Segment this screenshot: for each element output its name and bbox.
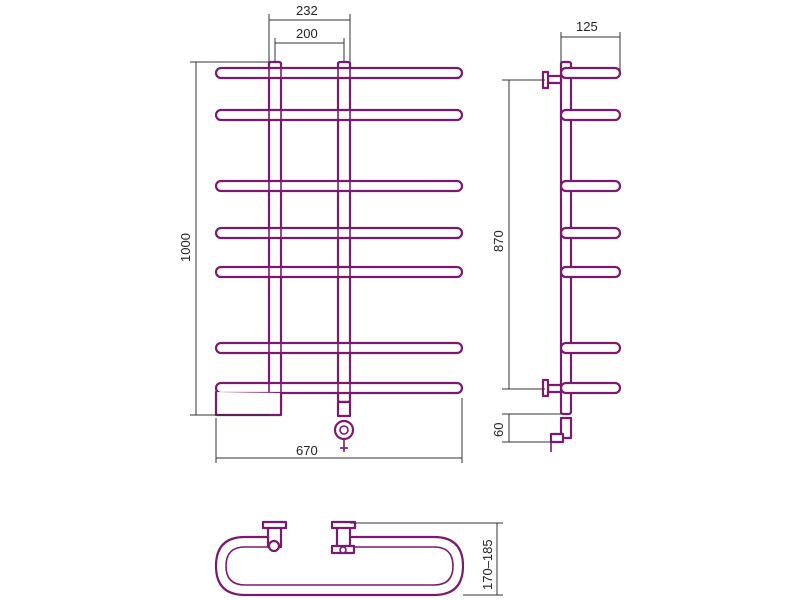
valve-offset-dimension: 60 [491, 413, 563, 443]
valve-offset-label: 60 [491, 423, 506, 437]
top-view: 170–185 [214, 520, 503, 597]
top-loop-inner [225, 546, 454, 586]
side-rung-7 [559, 381, 622, 395]
side-rung-5 [559, 265, 622, 279]
side-rung-4 [559, 226, 622, 240]
left-bottom-bend [214, 390, 283, 417]
front-width-label: 670 [296, 443, 318, 458]
rung-1 [214, 66, 464, 80]
top-left-mount [261, 520, 288, 553]
side-depth-label: 125 [576, 19, 598, 34]
top-right-mount [330, 520, 357, 555]
rung-7 [214, 381, 464, 395]
inner-spacing-dimension: 200 [274, 26, 345, 62]
rung-3 [214, 179, 464, 193]
front-width-dimension: 670 [215, 398, 463, 463]
front-height-label: 1000 [178, 233, 193, 262]
inner-spacing-label: 200 [296, 26, 318, 41]
side-depth-dimension: 125 [560, 19, 621, 72]
rung-5 [214, 265, 464, 279]
side-view: 125 870 60 [491, 19, 622, 452]
front-height-dimension: 1000 [178, 61, 270, 416]
mount-spacing-dimension: 870 [491, 79, 545, 390]
rung-4 [214, 226, 464, 240]
outer-spacing-dimension: 232 [268, 3, 351, 62]
bottom-wall-mount [541, 378, 563, 398]
front-view: 670 1000 232 200 [178, 3, 464, 463]
top-wall-mount [541, 70, 563, 90]
side-rung-1 [559, 66, 622, 80]
mount-spacing-label: 870 [491, 230, 506, 252]
outer-spacing-label: 232 [296, 3, 318, 18]
side-rung-6 [559, 341, 622, 355]
rung-2 [214, 108, 464, 122]
side-rung-2 [559, 108, 622, 122]
top-depth-dimension: 170–185 [350, 522, 503, 596]
top-depth-label: 170–185 [480, 539, 495, 590]
side-valve [549, 416, 573, 452]
side-rung-3 [559, 179, 622, 193]
bottom-valve [333, 400, 355, 452]
rung-6 [214, 341, 464, 355]
